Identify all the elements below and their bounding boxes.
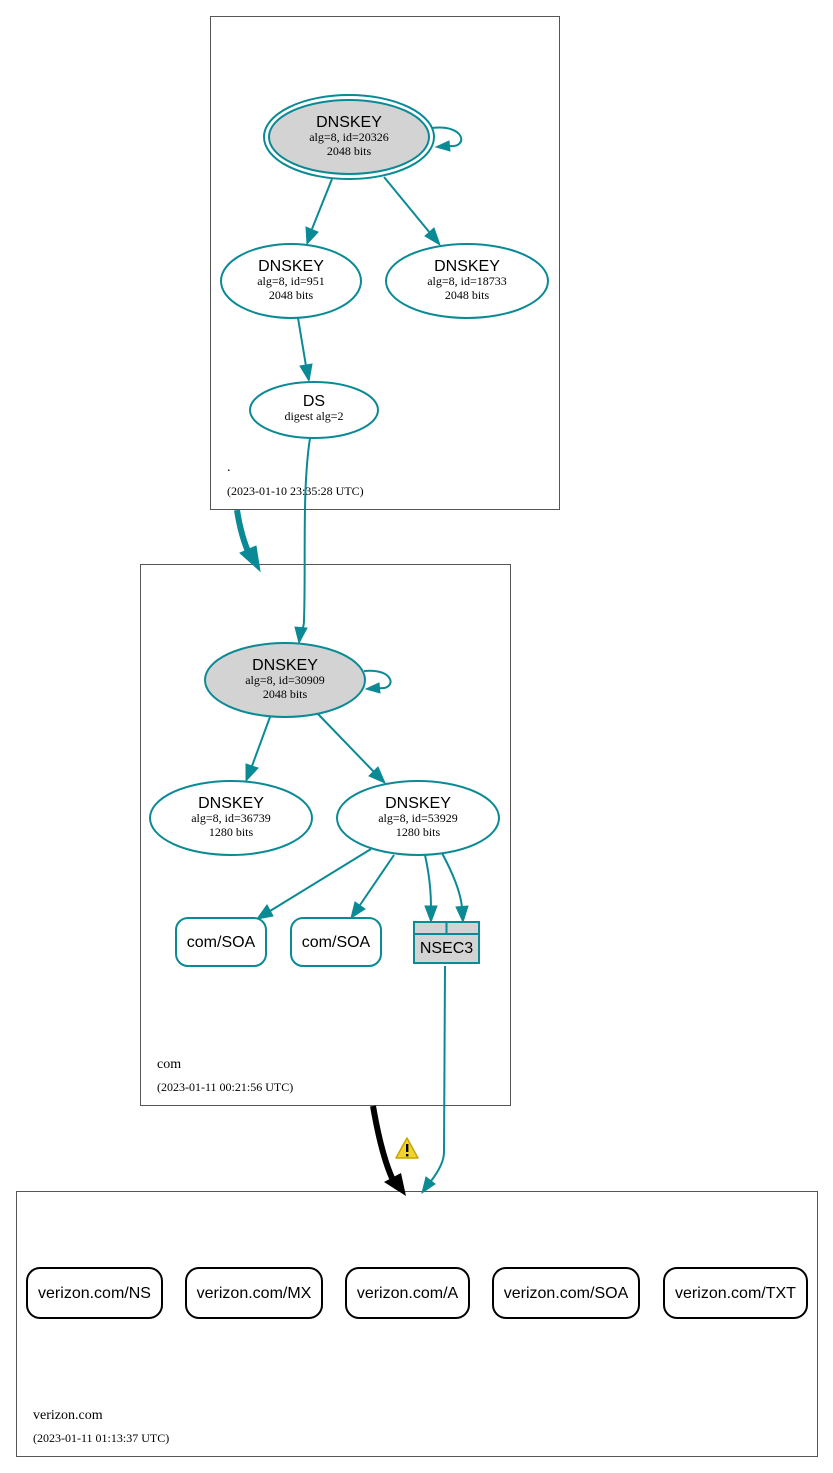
node-title: NSEC3: [420, 940, 473, 957]
record-label: verizon.com/TXT: [675, 1285, 796, 1302]
arrowhead: [421, 1176, 436, 1195]
node-detail: 1280 bits: [396, 825, 441, 839]
edge-com-zsk2-nsec3-a: [424, 854, 432, 908]
edge-delegation-com-verizon: [370, 1105, 395, 1180]
node-detail: 2048 bits: [445, 288, 490, 302]
node-title: DNSKEY: [316, 114, 382, 131]
arrowhead: [424, 227, 441, 247]
arrowhead: [305, 226, 319, 246]
arrowhead: [299, 363, 313, 383]
record-label: verizon.com/A: [357, 1285, 459, 1302]
edge-com-ksk-zsk2: [317, 713, 375, 773]
record-label: verizon.com/SOA: [504, 1285, 629, 1302]
edge-com-nsec3-verizon: [430, 965, 446, 1182]
arrowhead: [255, 904, 274, 920]
node-com-soa-1[interactable]: com/SOA: [175, 917, 267, 967]
node-detail: alg=8, id=36739: [191, 811, 271, 825]
zone-timestamp: (2023-01-11 01:13:37 UTC): [33, 1431, 169, 1445]
arrowhead: [245, 763, 259, 783]
arrowhead: [455, 905, 469, 924]
edge-root-ksk-zsk2: [383, 176, 431, 234]
node-detail: alg=8, id=18733: [427, 274, 507, 288]
node-com-zsk-36739[interactable]: DNSKEY alg=8, id=36739 1280 bits: [149, 780, 313, 856]
edge-com-zsk2-soa2: [359, 854, 395, 906]
node-com-nsec3[interactable]: NSEC3: [413, 921, 480, 964]
edge-root-zsk1-ds: [297, 317, 307, 367]
node-detail: alg=8, id=53929: [378, 811, 458, 825]
arrowhead: [384, 1173, 406, 1196]
node-detail: 2048 bits: [263, 687, 308, 701]
record-verizon-mx[interactable]: verizon.com/MX: [185, 1267, 323, 1319]
record-verizon-a[interactable]: verizon.com/A: [345, 1267, 470, 1319]
zone-verizon-box: [16, 1191, 818, 1457]
node-detail: 2048 bits: [269, 288, 314, 302]
node-detail: alg=8, id=30909: [245, 673, 325, 687]
zone-name: com: [157, 1057, 181, 1072]
zone-timestamp: (2023-01-10 23:35:28 UTC): [227, 484, 364, 498]
arrowhead: [350, 901, 366, 920]
edge-com-ksk-self: [363, 669, 392, 690]
zone-timestamp: (2023-01-11 00:21:56 UTC): [157, 1080, 293, 1094]
node-com-zsk-53929[interactable]: DNSKEY alg=8, id=53929 1280 bits: [336, 780, 500, 856]
node-title: DNSKEY: [252, 657, 318, 674]
node-title: com/SOA: [187, 934, 256, 951]
node-title: DNSKEY: [434, 258, 500, 275]
node-root-ds[interactable]: DS digest alg=2: [249, 381, 379, 439]
node-com-soa-2[interactable]: com/SOA: [290, 917, 382, 967]
arrowhead: [368, 766, 386, 784]
record-verizon-ns[interactable]: verizon.com/NS: [26, 1267, 163, 1319]
node-title: com/SOA: [302, 934, 371, 951]
arrowhead: [434, 140, 451, 152]
arrowhead: [239, 545, 261, 573]
arrowhead: [294, 626, 308, 645]
warning-icon: [395, 1137, 419, 1159]
edge-root-ksk-zsk1: [311, 178, 333, 230]
record-label: verizon.com/MX: [197, 1285, 312, 1302]
node-root-zsk-18733[interactable]: DNSKEY alg=8, id=18733 2048 bits: [385, 243, 549, 319]
edge-com-zsk2-nsec3-b: [441, 852, 463, 908]
node-detail: alg=8, id=20326: [309, 130, 389, 144]
node-detail: alg=8, id=951: [257, 274, 325, 288]
edge-com-zsk2-soa1: [269, 848, 372, 912]
node-detail: digest alg=2: [284, 409, 343, 423]
edge-com-ksk-zsk1: [251, 716, 271, 767]
node-detail: 1280 bits: [209, 825, 254, 839]
node-detail: 2048 bits: [327, 144, 372, 158]
node-title: DNSKEY: [198, 795, 264, 812]
arrowhead: [364, 682, 381, 694]
node-title: DNSKEY: [385, 795, 451, 812]
arrowhead: [424, 905, 438, 924]
node-title: DS: [303, 393, 325, 410]
edge-root-ksk-self: [431, 126, 463, 148]
node-title: DNSKEY: [258, 258, 324, 275]
zone-name: .: [227, 460, 231, 475]
record-verizon-soa[interactable]: verizon.com/SOA: [492, 1267, 640, 1319]
node-root-zsk-951[interactable]: DNSKEY alg=8, id=951 2048 bits: [220, 243, 362, 319]
zone-name: verizon.com: [33, 1408, 103, 1423]
node-com-ksk[interactable]: DNSKEY alg=8, id=30909 2048 bits: [204, 642, 366, 718]
record-verizon-txt[interactable]: verizon.com/TXT: [663, 1267, 808, 1319]
node-root-ksk[interactable]: DNSKEY alg=8, id=20326 2048 bits: [263, 94, 435, 180]
record-label: verizon.com/NS: [38, 1285, 151, 1302]
